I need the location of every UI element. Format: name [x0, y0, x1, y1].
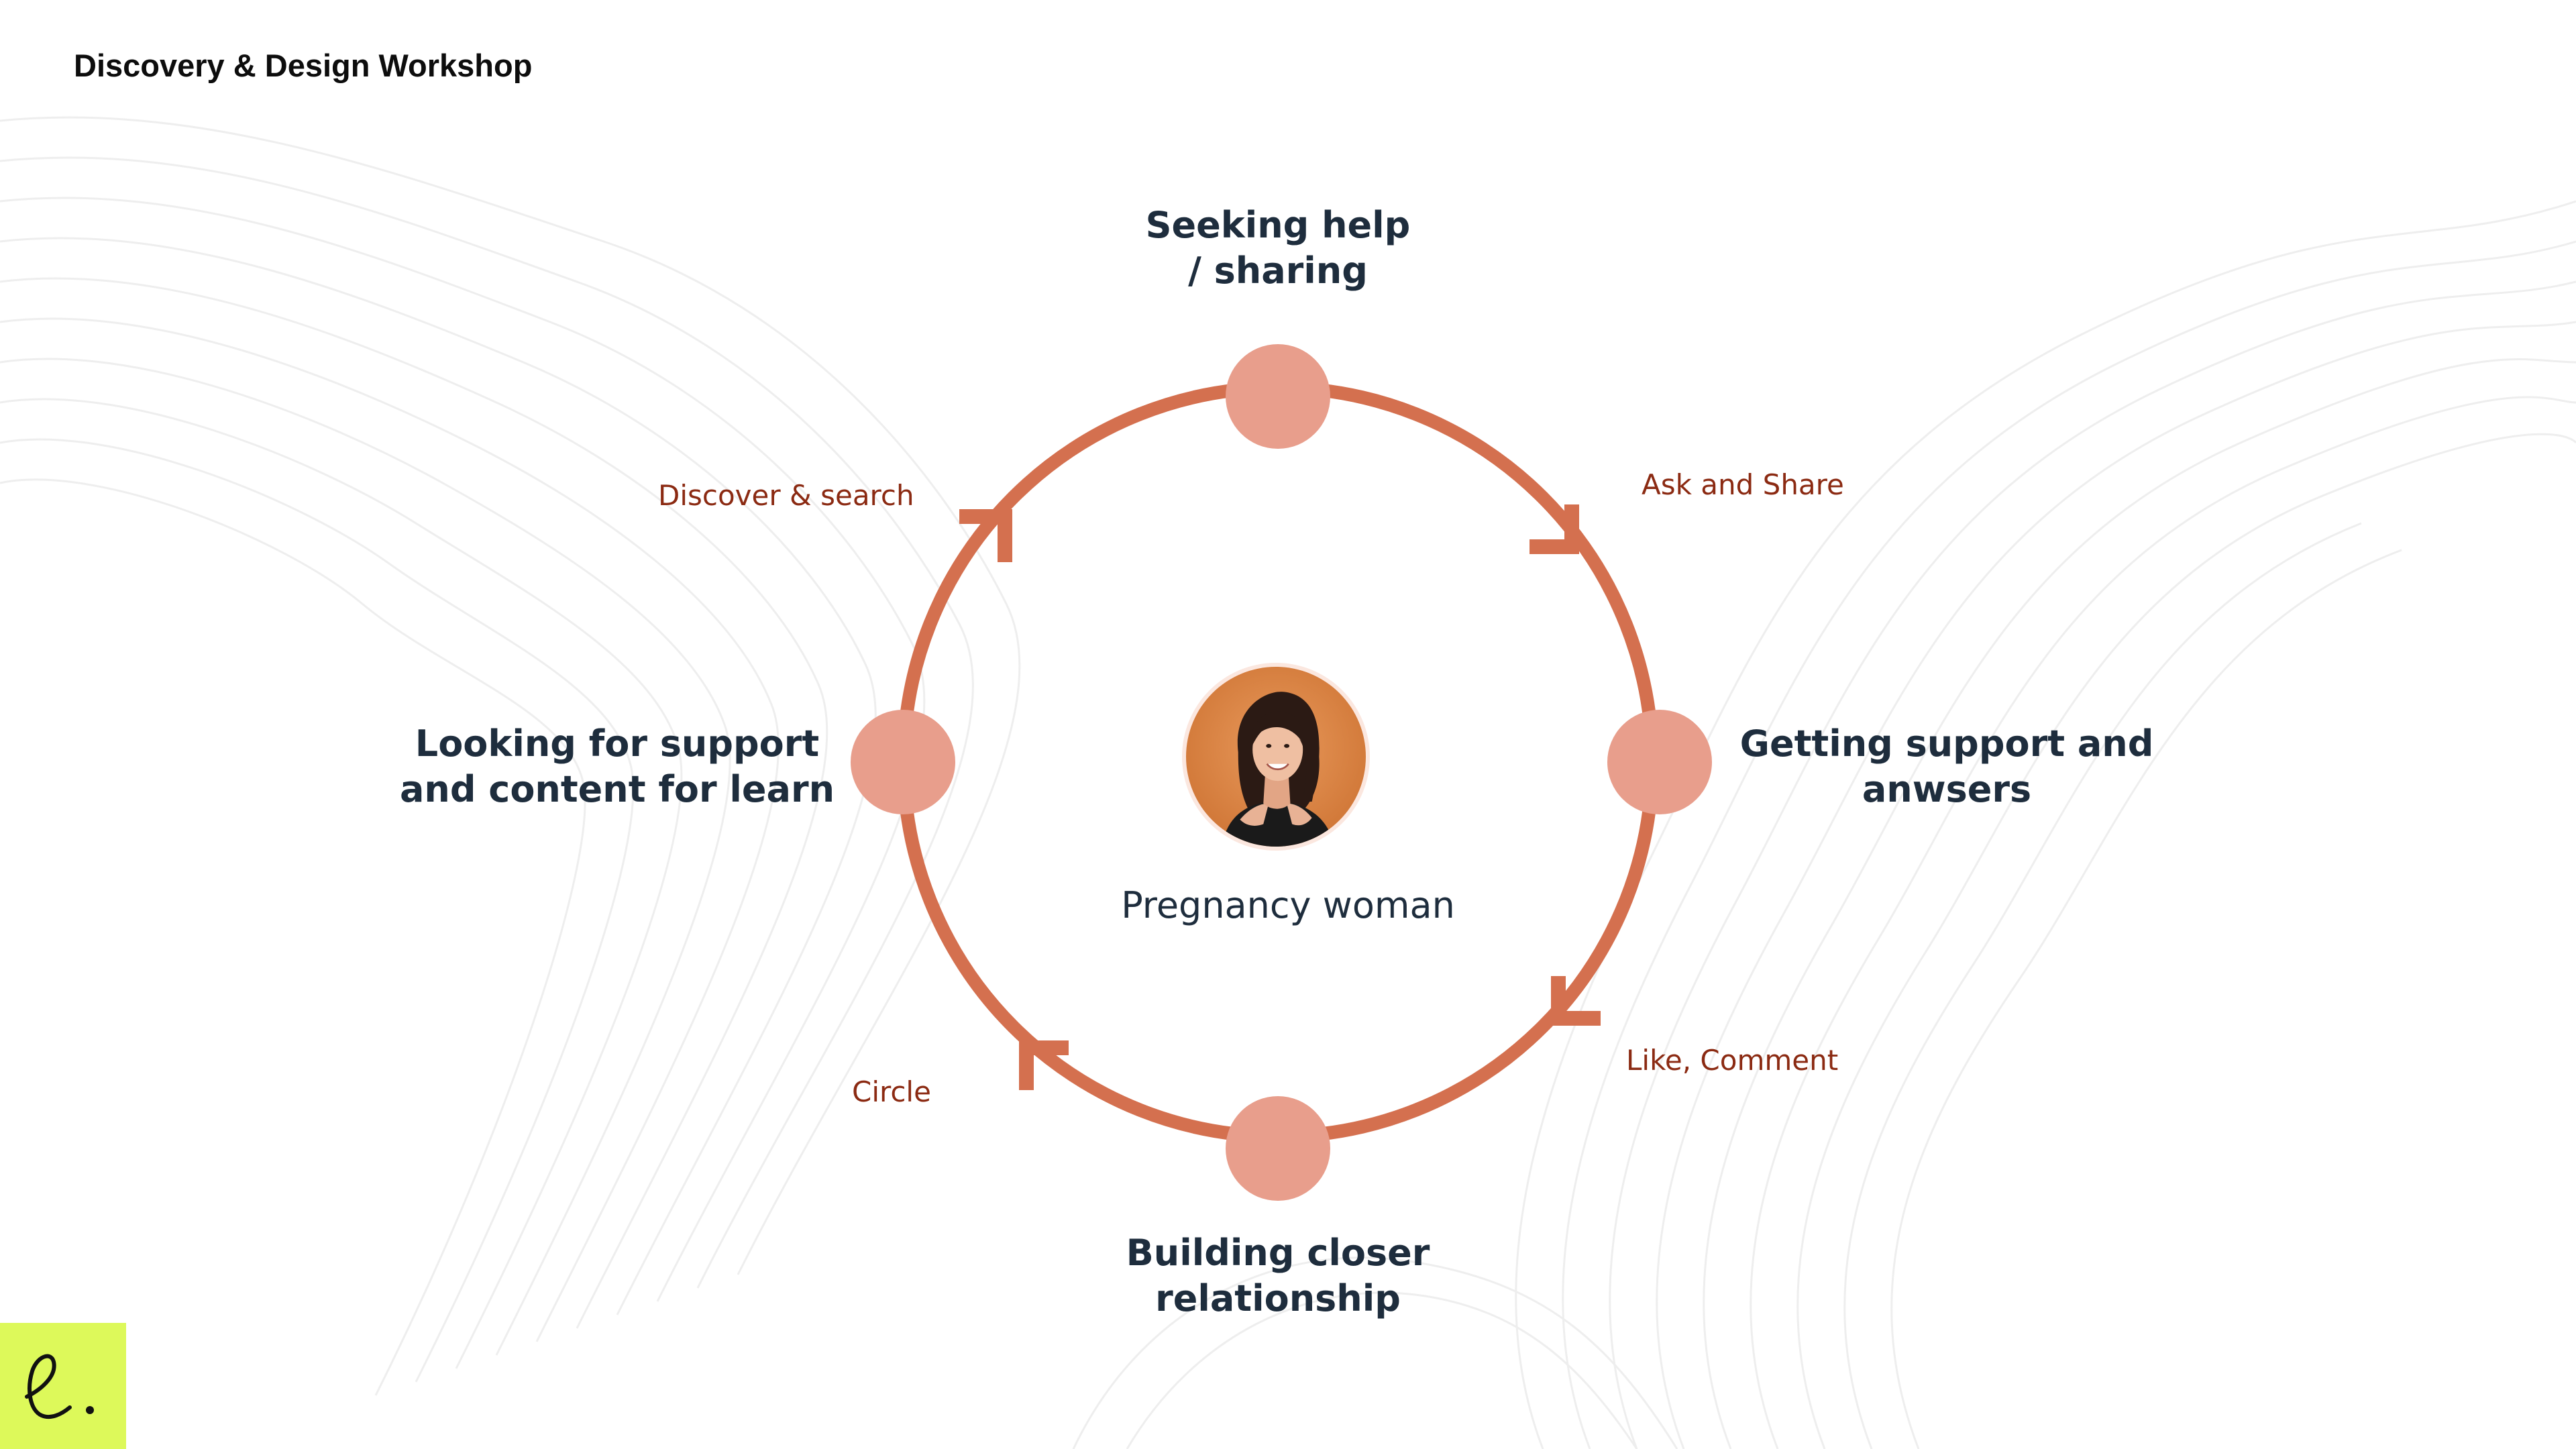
e-signature-logo-icon [25, 1354, 94, 1419]
arrow-top-left-icon [959, 509, 1012, 562]
arrow-bottom-left-icon [1019, 1040, 1069, 1090]
action-label-top-right: Ask and Share [1642, 468, 1844, 501]
node-right [1607, 710, 1712, 814]
arrow-top-right-icon [1529, 504, 1579, 554]
center-label: Pregnancy woman [1121, 884, 1455, 926]
stage-right-line-2: anwsers [1862, 768, 2032, 810]
action-label-bottom-left: Circle [852, 1075, 931, 1108]
header-title: Discovery & Design Workshop [74, 48, 533, 83]
stage-left-line-1: Looking for support [415, 722, 820, 765]
brand-logo [0, 1323, 126, 1449]
node-left [851, 710, 955, 814]
stage-label-left: Looking for support and content for lear… [400, 721, 835, 812]
stage-top-line-1: Seeking help [1145, 204, 1411, 246]
woman-portrait-avatar [1182, 663, 1370, 851]
woman-portrait-icon [1186, 667, 1366, 847]
stage-label-top: Seeking help / sharing [1146, 203, 1411, 294]
action-label-bottom-right: Like, Comment [1626, 1044, 1839, 1077]
node-bottom [1226, 1096, 1330, 1201]
stage-label-bottom: Building closer relationship [1126, 1230, 1430, 1322]
stage-label-right: Getting support and anwsers [1740, 721, 2154, 812]
stage-top-line-2: / sharing [1188, 250, 1368, 292]
action-label-top-left: Discover & search [658, 479, 914, 512]
stage-bottom-line-2: relationship [1155, 1277, 1401, 1320]
stage-bottom-line-1: Building closer [1126, 1232, 1430, 1274]
stage-left-line-2: and content for learn [399, 768, 835, 810]
arrow-bottom-right-icon [1551, 976, 1601, 1026]
stage-right-line-1: Getting support and [1739, 722, 2154, 765]
node-top [1226, 344, 1330, 449]
